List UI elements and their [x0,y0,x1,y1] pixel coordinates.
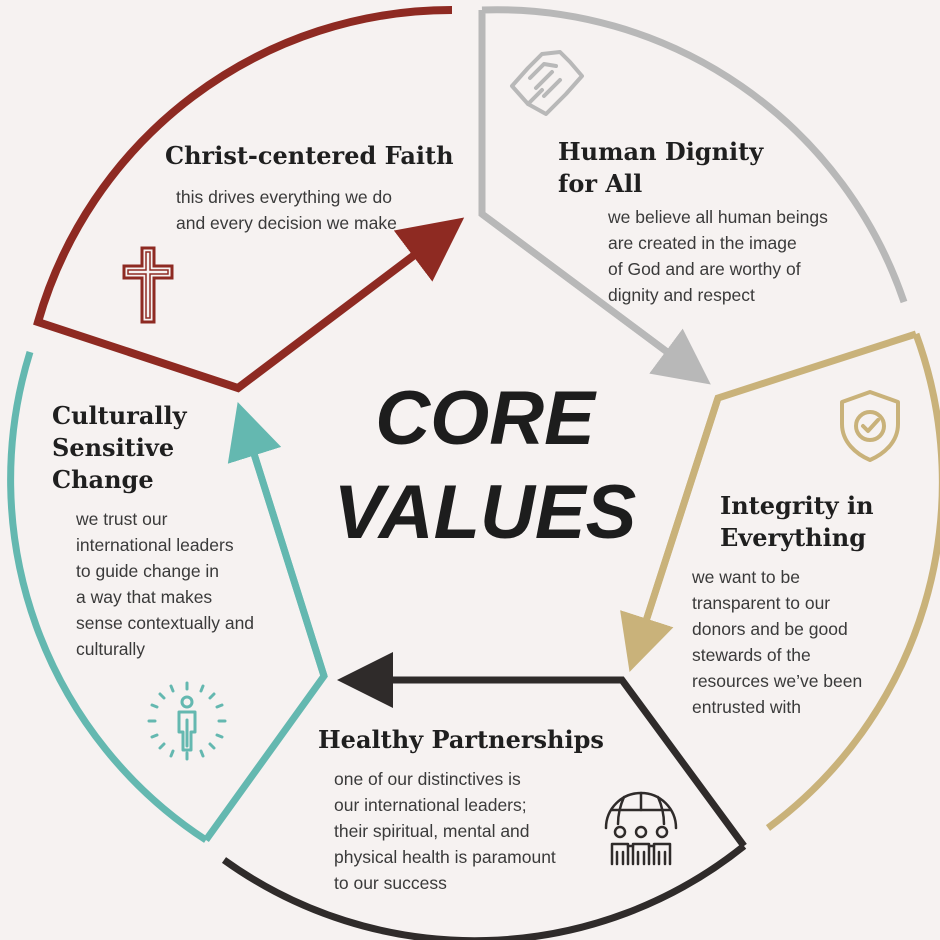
globe-people-icon [604,791,678,866]
partnerships-description-line: one of our distinctives is [334,769,521,789]
culture-description-line: we trust our [76,509,168,529]
culture-description-line: international leaders [76,535,234,555]
integrity-title-line: Integrity in [720,491,874,520]
integrity-title: Integrity in Everything [720,490,874,554]
faith-description-line: this drives everything we do [176,187,392,207]
shield-check-icon [840,390,900,462]
dignity-title-line: for All [558,169,643,198]
person-change-icon [147,681,227,761]
integrity-arrow [620,396,722,672]
center-title-line-2: VALUES [333,470,637,555]
culture-description-line: to guide change in [76,561,220,581]
dignity-description-line: of God and are worthy of [608,259,801,279]
partnerships-description-line: physical health is paramount [334,847,556,867]
integrity-description-line: stewards of the [692,645,811,665]
center-title-line-1: CORE [375,376,595,461]
dignity-description-line: we believe all human beings [608,207,828,227]
dignity-title: Human Dignity for All [558,136,763,200]
culture-description-line: culturally [76,639,146,659]
faith-segment [33,5,465,393]
culture-arrow [227,401,328,678]
culture-description-line: sense contextually and [76,613,255,633]
partnerships-description-line: to our success [334,873,447,893]
dignity-description: we believe all human beings are created … [608,204,828,308]
faith-description: this drives everything we do and every d… [176,184,397,236]
partnerships-description-line: our international leaders; [334,795,527,815]
integrity-description-line: resources we’ve been [692,671,863,691]
faith-description-line: and every decision we make [176,213,397,233]
partnerships-title: Healthy Partnerships [318,725,604,754]
integrity-description-line: donors and be good [692,619,848,639]
culture-description: we trust our international leaders to gu… [76,506,254,662]
integrity-title-line: Everything [720,523,866,552]
dignity-title-line: Human Dignity [558,137,764,166]
integrity-description-line: transparent to our [692,593,831,613]
core-values-title: CORE VALUES [290,372,680,560]
partnerships-description: one of our distinctives is our internati… [334,766,556,896]
handshake-icon [510,50,584,116]
partnerships-description-line: their spiritual, mental and [334,821,530,841]
integrity-description-line: entrusted with [692,697,801,717]
dignity-arrow [479,211,711,385]
culture-title-line: Culturally [52,401,187,430]
culture-title: Culturally Sensitive Change [52,400,187,496]
integrity-description: we want to be transparent to our donors … [692,564,862,720]
culture-title-line: Change [52,465,154,494]
dignity-description-line: dignity and respect [608,285,755,305]
cross-icon [122,246,174,324]
faith-title: Christ-centered Faith [165,141,454,170]
culture-title-line: Sensitive [52,433,175,462]
culture-description-line: a way that makes [76,587,213,607]
integrity-description-line: we want to be [692,567,800,587]
dignity-description-line: are created in the image [608,233,797,253]
